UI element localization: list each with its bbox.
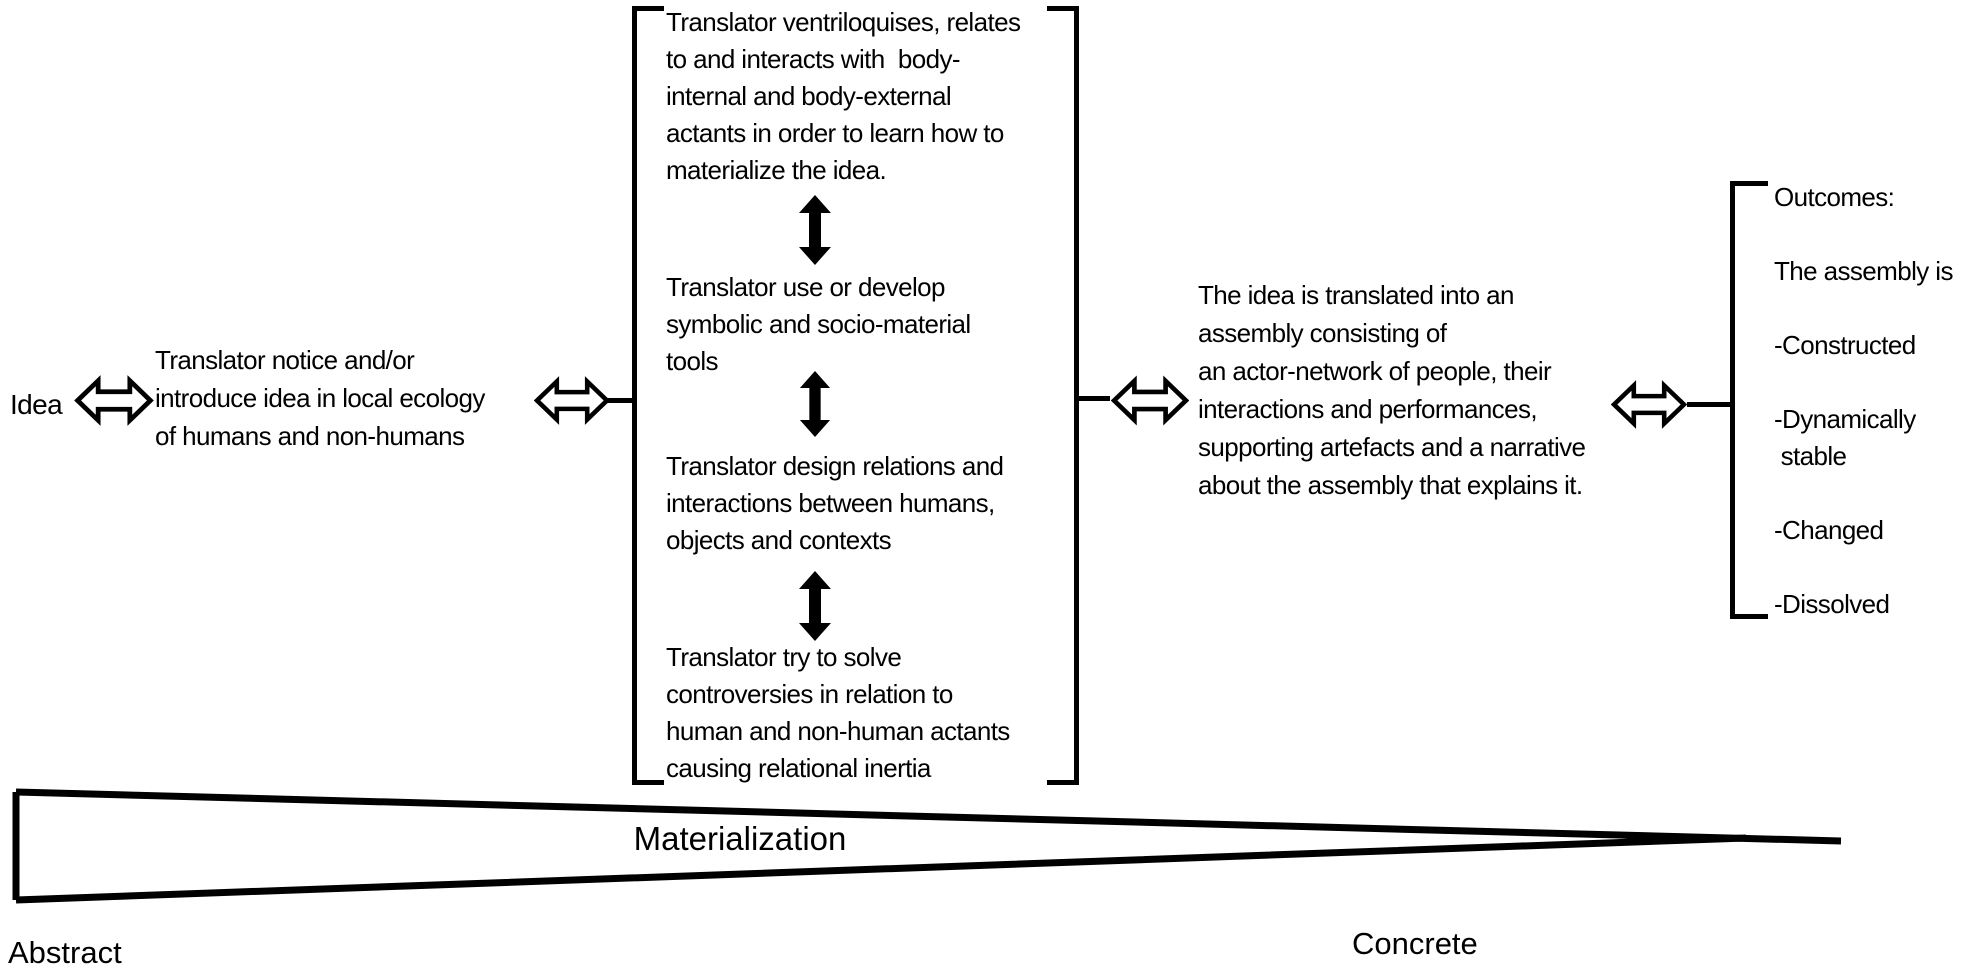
process-step-1: Translator ventriloquises, relates to an… (666, 7, 1021, 185)
process-step-2: Translator use or develop symbolic and s… (666, 272, 971, 376)
bracket-right-bottom-tick (1047, 780, 1079, 785)
up-down-arrow-icon (799, 571, 831, 641)
up-down-arrow-icon (799, 195, 831, 265)
connector-line (606, 398, 634, 403)
up-down-arrow-icon (799, 371, 831, 437)
concrete-label: Concrete (1352, 926, 1478, 961)
process-step-4: Translator try to solve controversies in… (666, 642, 1010, 783)
bracket-left-bottom-tick (632, 780, 664, 785)
process-step-3: Translator design relations and interact… (666, 451, 1004, 555)
materialization-wedge (12, 788, 1842, 904)
connector-line (1079, 396, 1110, 401)
bracket-outcomes-bottom-tick (1730, 614, 1768, 619)
left-right-arrow-icon (1111, 375, 1189, 426)
bracket-outcomes-bar (1730, 181, 1735, 619)
outcomes-text: Outcomes: The assembly is -Constructed -… (1774, 182, 1953, 619)
bracket-outcomes-top-tick (1730, 181, 1768, 186)
idea-label: Idea (10, 389, 63, 420)
left-right-arrow-icon (74, 375, 154, 426)
abstract-label: Abstract (8, 935, 122, 970)
connector-line (1687, 402, 1732, 407)
materialization-label: Materialization (633, 820, 847, 857)
bracket-right-top-tick (1047, 6, 1079, 11)
assembly-text: The idea is translated into an assembly … (1198, 280, 1586, 500)
left-right-arrow-icon (1611, 380, 1687, 429)
left-right-arrow-icon (534, 376, 610, 425)
bracket-right-bar (1074, 6, 1079, 785)
intro-text: Translator notice and/or introduce idea … (155, 345, 485, 451)
bracket-left-top-tick (632, 6, 664, 11)
bracket-left-bar (632, 6, 637, 785)
